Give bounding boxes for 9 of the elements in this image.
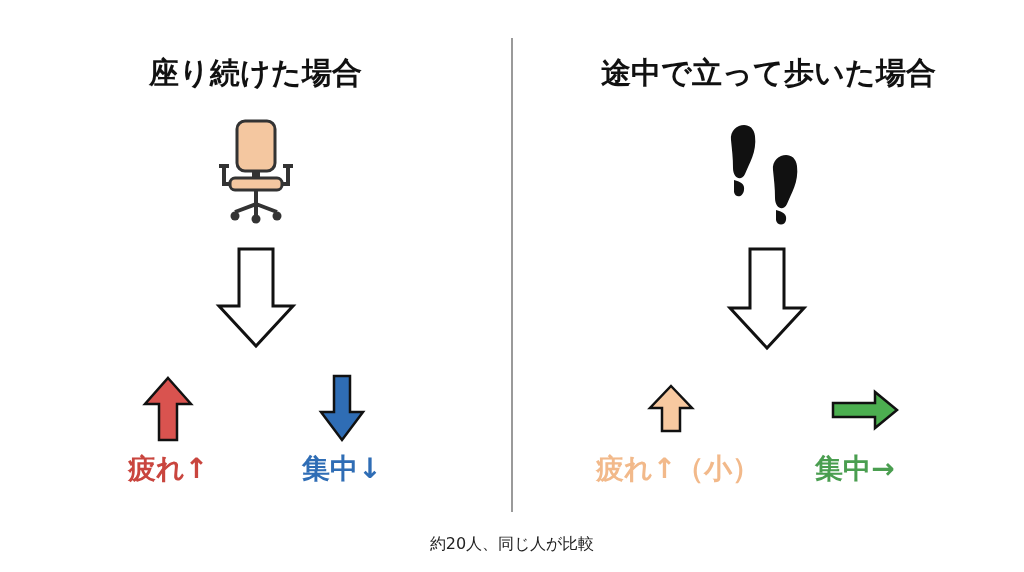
heading: 途中で立って歩いた場合 — [600, 58, 936, 88]
hollow-arrow — [215, 247, 297, 349]
hollow-arrow — [726, 247, 808, 351]
result-label: 集中↓ — [302, 455, 382, 483]
caption: 約20人、同じ人が比較 — [429, 536, 595, 552]
result-label: 疲れ↑ — [127, 455, 209, 483]
heading: 座り続けた場合 — [148, 58, 362, 88]
result-label: 疲れ↑（小） — [595, 455, 761, 483]
result-label: 集中→ — [815, 455, 895, 483]
